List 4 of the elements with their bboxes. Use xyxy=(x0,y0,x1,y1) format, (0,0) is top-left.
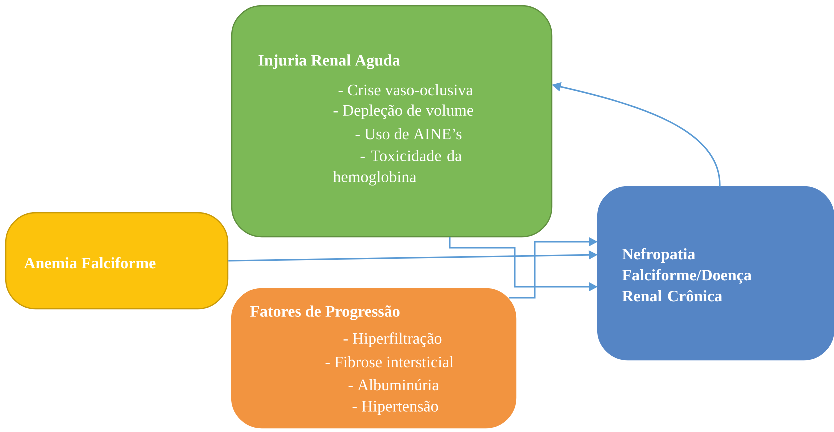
process-box: Nefropatia Falciforme/Doença Renal Crônica xyxy=(597,186,834,361)
process-box: Anemia Falciforme xyxy=(5,212,229,310)
process-box: Fatores de Progressão - Hiperfiltração - Fibrose intersticial - Albuminúria - Hipertensão xyxy=(231,288,517,429)
process-box: Injuria Renal Aguda - Crise vaso-oclusiva - Depleção de volume - Uso de AINE’s - Toxicidade da hemoglobina xyxy=(231,5,553,238)
